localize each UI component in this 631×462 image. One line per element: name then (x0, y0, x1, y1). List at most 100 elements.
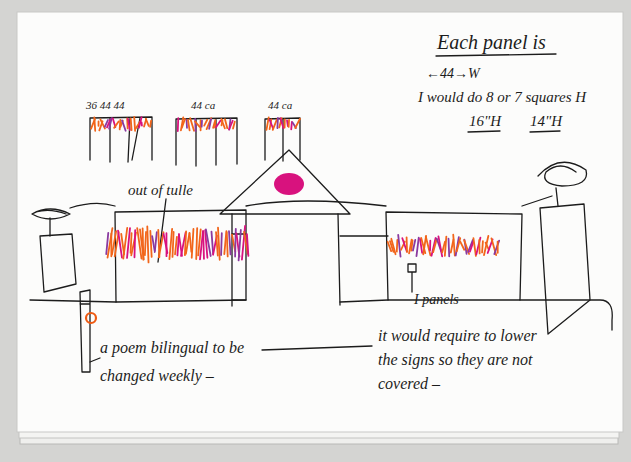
tulle-stroke (433, 239, 437, 252)
tulle-stroke (218, 228, 220, 260)
tulle-stroke (221, 119, 225, 128)
note-text: I would do 8 or 7 squares H (418, 88, 586, 106)
tulle-stroke (141, 122, 143, 125)
tulle-stroke (190, 118, 194, 131)
tulle-stroke (175, 237, 177, 254)
tulle-stroke (139, 117, 142, 128)
dimension: 14"H (530, 112, 562, 130)
building-wing (386, 212, 522, 300)
tulle-stroke (229, 121, 233, 130)
tulle-stroke (114, 121, 119, 127)
tulle-stroke (438, 236, 442, 256)
note-text: it would require to lower the signs so t… (378, 324, 543, 396)
tulle-stroke (247, 234, 248, 256)
tulle-stroke (128, 119, 130, 130)
panel-width: 44 ca (191, 99, 215, 112)
material-note: out of tulle (128, 181, 193, 199)
tulle-stroke (130, 118, 133, 130)
tulle-stroke (186, 233, 190, 253)
tulle-stroke (416, 238, 418, 257)
tulle-stroke (145, 232, 146, 255)
tulle-stroke (177, 118, 179, 131)
tulle-stroke (93, 118, 96, 131)
tulle-stroke (229, 231, 231, 254)
sign-top (32, 209, 70, 236)
tulle-stroke (225, 119, 227, 128)
tulle-stroke (266, 117, 268, 130)
dimension: ←44→W (426, 66, 480, 83)
panel-sketch (265, 118, 300, 161)
tulle-garlands (91, 117, 499, 263)
note-text: a poem bilingual to be changed weekly – (100, 334, 270, 390)
tulle-stroke (155, 232, 157, 252)
tulle-stroke (402, 238, 407, 251)
tulle-stroke (286, 120, 289, 126)
tulle-stroke (457, 238, 460, 251)
tulle-stroke (200, 231, 203, 259)
poem-marker (86, 313, 96, 323)
sign-board (40, 234, 76, 292)
tulle-stroke (211, 232, 213, 254)
note-heading: Each panel is (437, 30, 546, 54)
tulle-stroke (192, 229, 194, 258)
tulle-stroke (150, 231, 151, 257)
tulle-stroke (182, 119, 185, 128)
sign-board (540, 204, 590, 334)
tulle-stroke (239, 230, 241, 260)
tulle-stroke (413, 240, 415, 251)
tulle-stroke (220, 233, 222, 255)
building-wing (115, 210, 246, 302)
tulle-stroke (476, 238, 480, 255)
tulle-stroke (195, 121, 200, 126)
tulle-stroke (207, 118, 212, 129)
tulle-stroke (486, 243, 489, 250)
leader-line (90, 358, 100, 362)
paper-sheet (17, 12, 623, 432)
tulle-stroke (216, 121, 220, 128)
tulle-stroke (478, 240, 480, 253)
tulle-stroke (226, 232, 229, 256)
underline (468, 131, 500, 132)
tulle-stroke (122, 120, 126, 130)
poem-post (80, 290, 90, 372)
panel-sketch (90, 117, 152, 162)
ink-lines (30, 54, 612, 372)
underline (436, 54, 556, 56)
panel-marker (408, 264, 416, 292)
magenta-oval (274, 173, 304, 195)
tulle-stroke (396, 240, 398, 252)
tulle-stroke (445, 237, 447, 256)
tulle-stroke (127, 228, 130, 258)
tulle-stroke (391, 239, 395, 254)
sign-top (538, 162, 587, 206)
tulle-stroke (233, 122, 235, 129)
tulle-stroke (159, 232, 164, 257)
tulle-stroke (209, 119, 211, 129)
building-link (232, 234, 388, 236)
tulle-stroke (204, 120, 207, 126)
building-center (232, 214, 340, 306)
tulle-stroke (147, 226, 148, 262)
tulle-stroke (426, 237, 431, 256)
ground-line (30, 300, 612, 330)
tulle-stroke (202, 232, 205, 259)
tulle-stroke (109, 118, 112, 129)
tulle-stroke (190, 233, 192, 252)
tulle-stroke (288, 120, 290, 127)
leader-line (158, 199, 166, 262)
tulle-stroke (142, 228, 145, 259)
paper (17, 12, 623, 444)
dimension: 16"H (469, 112, 501, 130)
tulle-stroke (270, 120, 273, 128)
tulle-stroke (406, 237, 408, 252)
tulle-stroke (481, 241, 484, 252)
tulle-stroke (134, 230, 137, 257)
tulle-stroke (468, 240, 473, 252)
panel-width: 36 44 44 (86, 99, 125, 112)
tulle-stroke (429, 241, 431, 251)
tulle-stroke (284, 120, 286, 128)
tulle-stroke (131, 233, 132, 253)
tulle-stroke (453, 235, 455, 256)
tulle-stroke (149, 121, 152, 127)
